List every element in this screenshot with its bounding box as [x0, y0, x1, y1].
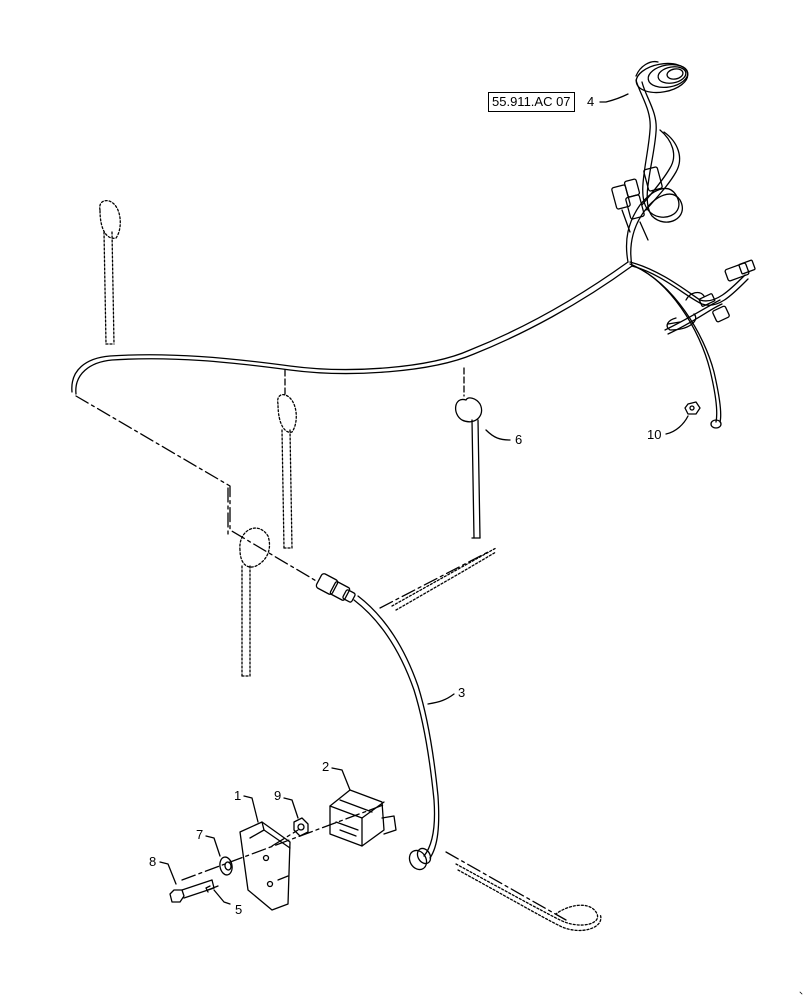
leader-9: [284, 798, 298, 818]
leader-10: [666, 416, 688, 434]
leader-2: [332, 768, 350, 790]
cable-tie-lower: [240, 528, 270, 676]
sensor-icon: [330, 790, 396, 846]
right-branch-cable: [630, 262, 748, 428]
leader-6: [486, 430, 510, 440]
cable-tie-middle: [278, 370, 297, 548]
leader-5: [214, 890, 230, 904]
assembly-centerlines: [76, 396, 566, 920]
callout-10: 10: [647, 427, 662, 442]
callout-4: 4: [587, 94, 595, 109]
sensor-cable-3: [354, 596, 439, 858]
callout-7: 7: [196, 827, 204, 842]
small-nut-icon: [685, 402, 700, 414]
small-connector-icon: [686, 260, 755, 322]
dotted-tail-lower: [456, 864, 601, 930]
cable-tie-left: [100, 201, 121, 344]
reference-link-box[interactable]: 55.911.AC 07: [488, 92, 575, 112]
corner-mark: [800, 992, 802, 994]
leader-1: [244, 796, 258, 822]
clip-icon: [667, 314, 696, 330]
washer-icon: [219, 856, 234, 876]
callout-8: 8: [149, 854, 157, 869]
leader-8: [160, 862, 176, 884]
main-harness-cable: [72, 262, 632, 394]
inline-connector-icon: [315, 573, 355, 603]
leader-7: [206, 836, 220, 856]
dotted-tail-upper: [392, 548, 496, 610]
callout-2: 2: [322, 759, 330, 774]
round-connector-icon: [634, 60, 690, 97]
callout-1: 1: [234, 788, 242, 803]
screw-icon: [206, 886, 218, 892]
bracket-icon: [240, 822, 290, 910]
nut-icon: [294, 818, 308, 836]
cable-end-grommet-icon: [406, 846, 433, 873]
harness-connector-branch: [627, 80, 683, 266]
callout-6: 6: [515, 432, 523, 447]
strap-tie-6: [456, 398, 482, 538]
reference-link-text[interactable]: 55.911.AC 07: [492, 94, 571, 109]
plug-cluster-icon: [611, 167, 662, 240]
callout-5: 5: [235, 902, 243, 917]
callout-3: 3: [458, 685, 466, 700]
leader-4: [600, 94, 628, 102]
leader-3: [428, 694, 454, 704]
callout-9: 9: [274, 788, 282, 803]
